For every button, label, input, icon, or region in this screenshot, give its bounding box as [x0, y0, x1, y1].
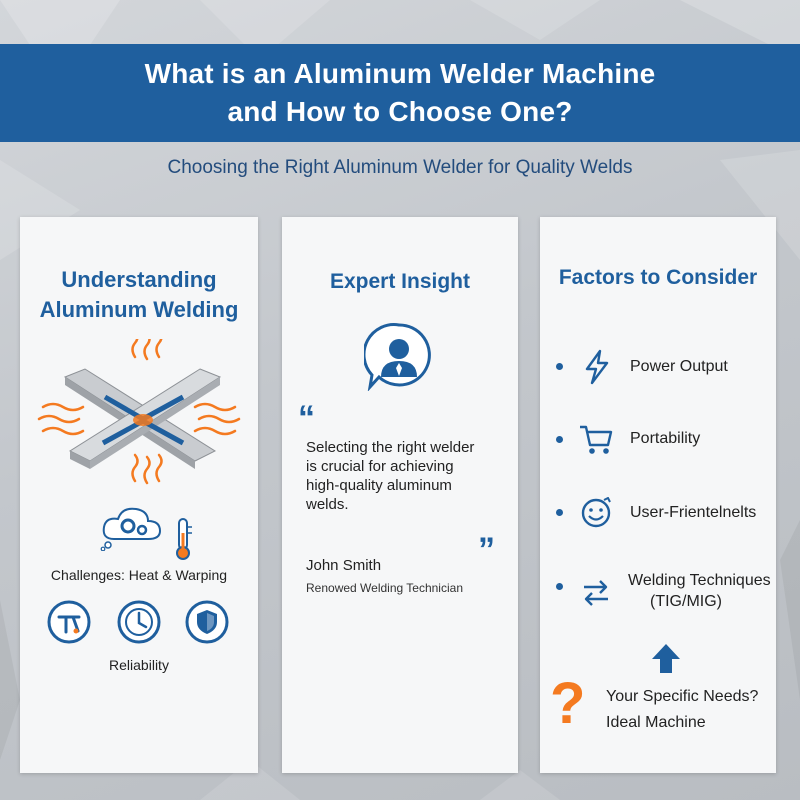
clock-icon: [117, 600, 161, 644]
quote-line: is crucial for achieving: [306, 458, 454, 475]
factor-label-sub: (TIG/MIG): [650, 593, 722, 610]
page-subtitle: Choosing the Right Aluminum Welder for Q…: [167, 157, 633, 178]
close-quote-icon: ”: [478, 531, 495, 569]
quote-text: Selecting the right welder is crucial fo…: [306, 438, 474, 514]
shield-icon: [185, 600, 229, 644]
thermometer-icon: [176, 518, 192, 560]
expert-avatar-icon: [364, 323, 431, 391]
card-title-line2: Aluminum Welding: [39, 297, 239, 322]
author-name: John Smith: [306, 557, 382, 574]
factor-label: Power Output: [630, 358, 728, 375]
challenges-label: Challenges: Heat & Warping: [50, 567, 228, 583]
open-quote-icon: “: [298, 399, 315, 437]
reliability-label: Reliability: [109, 657, 169, 673]
needs-line1: Your Specific Needs?: [606, 688, 759, 705]
bullet-dot: [556, 363, 563, 370]
understanding-card: Understanding Aluminum Welding: [20, 217, 258, 773]
bullet-dot: [556, 583, 563, 590]
cloud-gears-icon: [100, 507, 162, 551]
quote-line: welds.: [306, 496, 349, 513]
factor-label: Welding Techniques: [628, 572, 771, 589]
bullet-dot: [556, 509, 563, 516]
aluminum-weld-illustration: [37, 339, 241, 485]
page-title-line1: What is an Aluminum Welder Machine: [144, 58, 656, 89]
page-title-line2: and How to Choose One?: [227, 96, 573, 127]
author-role: Renowed Welding Technician: [306, 581, 463, 595]
tools-icon: [47, 600, 91, 644]
quote-line: high-quality aluminum: [306, 477, 452, 494]
question-mark-icon: ?: [550, 671, 586, 736]
card-title: Expert Insight: [329, 270, 471, 293]
card-title-line1: Understanding: [61, 267, 217, 292]
bullet-dot: [556, 436, 563, 443]
cart-icon: [580, 425, 613, 454]
arrow-up-icon: [652, 644, 680, 673]
smiley-icon: [581, 497, 611, 528]
quote-line: Selecting the right welder: [306, 439, 475, 456]
swap-arrows-icon: [584, 580, 608, 606]
factor-label: Portability: [630, 430, 701, 447]
expert-insight-card: Expert Insight “ Selecting the right wel…: [282, 217, 518, 773]
lightning-icon: [585, 349, 609, 385]
factors-card: Factors to Consider Power Output Portabi…: [540, 217, 776, 773]
needs-line2: Ideal Machine: [606, 714, 706, 731]
card-title: Factors to Consider: [558, 266, 758, 289]
factor-label: User-Frientelnelts: [630, 504, 757, 521]
title-banner: What is an Aluminum Welder Machine and H…: [0, 44, 800, 142]
